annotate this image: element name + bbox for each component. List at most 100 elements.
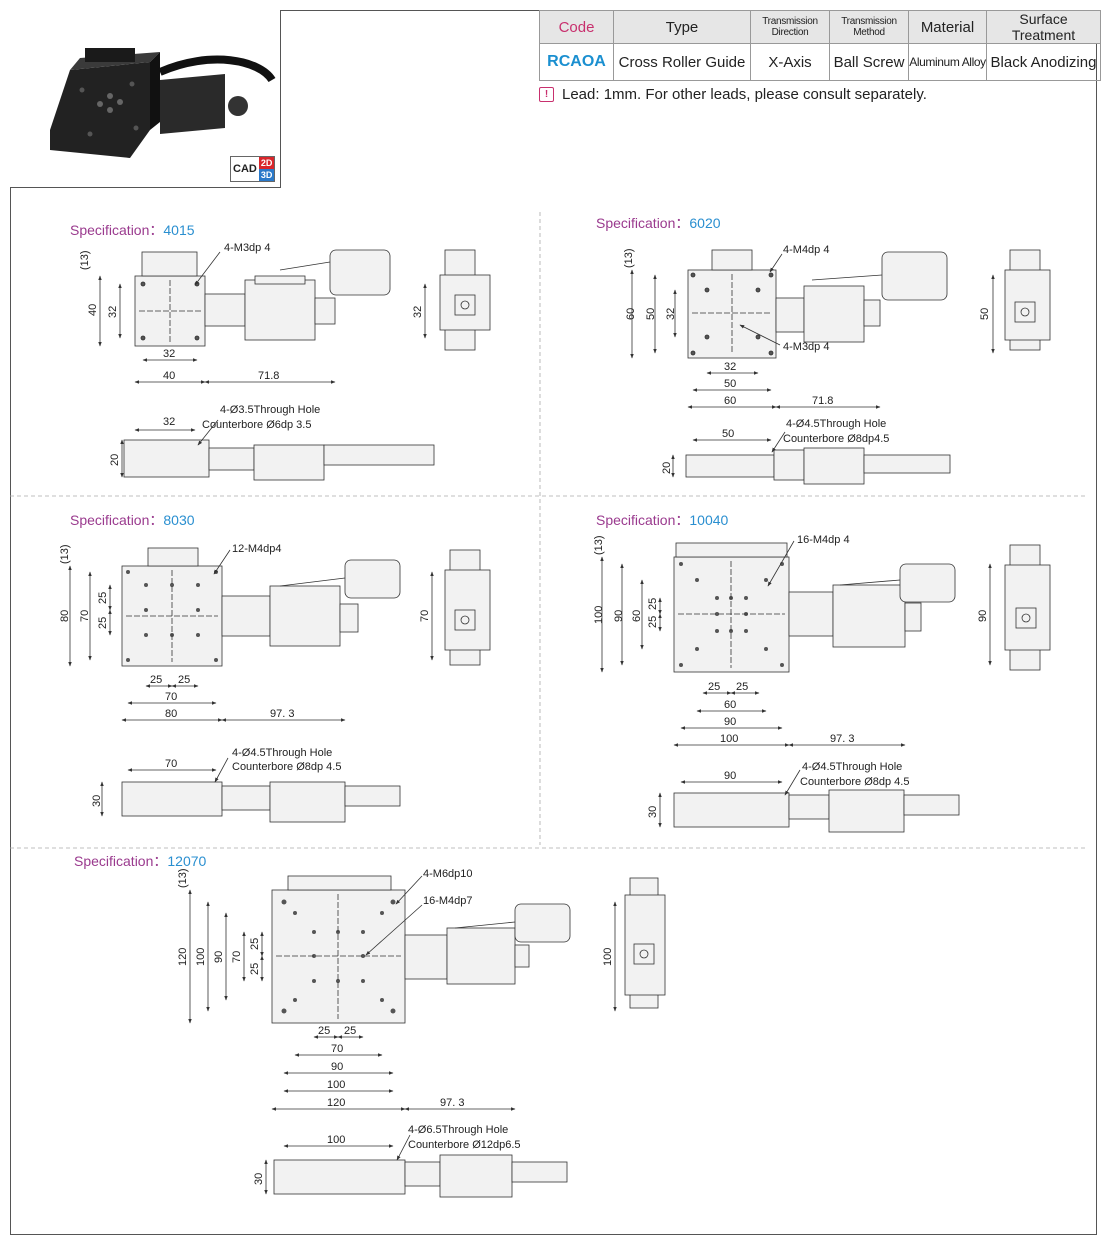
svg-text:25: 25 [318,1025,330,1037]
svg-text:40: 40 [87,304,99,316]
svg-text:70: 70 [79,610,91,622]
svg-text:25: 25 [249,963,261,975]
svg-text:80: 80 [59,610,71,622]
svg-text:25: 25 [97,617,109,629]
svg-text:100: 100 [602,948,614,966]
svg-text:32: 32 [665,308,677,320]
svg-text:80: 80 [165,708,177,720]
svg-text:30: 30 [253,1173,265,1185]
svg-text:50: 50 [979,308,991,320]
svg-text:4-Ø4.5Through Hole: 4-Ø4.5Through Hole [802,761,902,773]
cad-2d[interactable]: 2D [258,157,275,169]
svg-text:60: 60 [724,699,736,711]
drawing-4015: (13) 40 32 32 40 71.8 32 4-M3dp 4 4-Ø3.5… [79,242,491,481]
drawing-8030: (13) 80 70 25 25 25 25 70 80 97. 3 70 12… [59,543,491,823]
svg-text:100: 100 [327,1079,345,1091]
svg-text:25: 25 [249,938,261,950]
svg-text:71.8: 71.8 [812,395,833,407]
svg-text:70: 70 [331,1043,343,1055]
svg-text:90: 90 [213,951,225,963]
svg-text:97. 3: 97. 3 [830,733,854,745]
header-surface-treatment: Surface Treatment [986,10,1101,44]
svg-text:4-Ø4.5Through Hole: 4-Ø4.5Through Hole [786,418,886,430]
header-type: Type [613,10,751,44]
svg-text:32: 32 [724,361,736,373]
svg-text:30: 30 [91,795,103,807]
svg-text:16-M4dp7: 16-M4dp7 [423,895,473,907]
svg-text:120: 120 [327,1097,345,1109]
svg-text:30: 30 [647,806,659,818]
cell-direction: X-Axis [750,43,830,81]
svg-text:Counterbore Ø8dp4.5: Counterbore Ø8dp4.5 [783,433,889,445]
svg-text:100: 100 [195,948,207,966]
svg-text:50: 50 [724,378,736,390]
svg-text:4-Ø4.5Through Hole: 4-Ø4.5Through Hole [232,747,332,759]
svg-text:60: 60 [625,308,637,320]
svg-text:Counterbore Ø12dp6.5: Counterbore Ø12dp6.5 [408,1139,521,1151]
svg-text:97. 3: 97. 3 [440,1097,464,1109]
svg-text:16-M4dp 4: 16-M4dp 4 [797,534,850,546]
cell-method: Ball Screw [829,43,909,81]
svg-text:12-M4dp4: 12-M4dp4 [232,543,282,555]
svg-text:20: 20 [661,462,673,474]
header-transmission-method: Transmission Method [829,10,909,44]
svg-text:100: 100 [720,733,738,745]
svg-text:25: 25 [344,1025,356,1037]
svg-text:25: 25 [178,674,190,686]
lead-note: ! Lead: 1mm. For other leads, please con… [539,86,927,103]
svg-text:4-M3dp 4: 4-M3dp 4 [224,242,270,254]
svg-text:4-Ø6.5Through Hole: 4-Ø6.5Through Hole [408,1124,508,1136]
cad-3d[interactable]: 3D [258,169,275,181]
svg-text:25: 25 [647,616,659,628]
svg-text:50: 50 [722,428,734,440]
svg-text:(13): (13) [59,544,71,564]
svg-text:32: 32 [163,348,175,360]
svg-text:Counterbore Ø8dp 4.5: Counterbore Ø8dp 4.5 [232,761,341,773]
svg-text:Counterbore Ø8dp 4.5: Counterbore Ø8dp 4.5 [800,776,909,788]
section-dividers [10,212,1085,849]
lead-note-text: Lead: 1mm. For other leads, please consu… [562,86,927,103]
cell-code: RCAOA [539,43,614,81]
svg-text:(13): (13) [593,535,605,555]
svg-text:25: 25 [736,681,748,693]
svg-text:4-M4dp 4: 4-M4dp 4 [783,244,829,256]
svg-text:Counterbore Ø6dp 3.5: Counterbore Ø6dp 3.5 [202,419,311,431]
cad-label: CAD [231,157,259,181]
warning-icon: ! [539,87,554,102]
svg-text:(13): (13) [177,868,189,888]
spec-title-4015: Specification：4015 [70,222,195,238]
svg-text:100: 100 [593,606,605,624]
header-material: Material [908,10,987,44]
svg-text:4-Ø3.5Through Hole: 4-Ø3.5Through Hole [220,404,320,416]
svg-text:90: 90 [331,1061,343,1073]
svg-text:70: 70 [231,951,243,963]
svg-text:90: 90 [613,610,625,622]
cell-type: Cross Roller Guide [613,43,751,81]
drawing-10040: (13) 100 90 60 25 25 25 25 60 90 100 97.… [593,534,1051,833]
svg-text:71.8: 71.8 [258,370,279,382]
spec-title-8030: Specification：8030 [70,512,195,528]
svg-text:70: 70 [419,610,431,622]
svg-text:25: 25 [647,598,659,610]
svg-text:50: 50 [645,308,657,320]
drawing-12070: (13) 120 100 90 70 25 25 25 25 70 90 100… [177,868,666,1198]
svg-text:(13): (13) [79,250,91,270]
svg-text:4-M6dp10: 4-M6dp10 [423,868,473,880]
spec-title-6020: Specification：6020 [596,215,721,231]
svg-text:25: 25 [150,674,162,686]
svg-text:97. 3: 97. 3 [270,708,294,720]
svg-text:(13): (13) [623,248,635,268]
svg-text:40: 40 [163,370,175,382]
svg-text:100: 100 [327,1134,345,1146]
svg-text:25: 25 [708,681,720,693]
header-code: Code [539,10,614,44]
svg-text:70: 70 [165,691,177,703]
cell-material: Aluminum Alloy [908,43,987,81]
svg-text:32: 32 [163,416,175,428]
spec-table: Code Type Transmission Direction Transmi… [539,10,1101,81]
svg-text:20: 20 [109,454,121,466]
svg-text:32: 32 [107,306,119,318]
svg-text:25: 25 [97,592,109,604]
